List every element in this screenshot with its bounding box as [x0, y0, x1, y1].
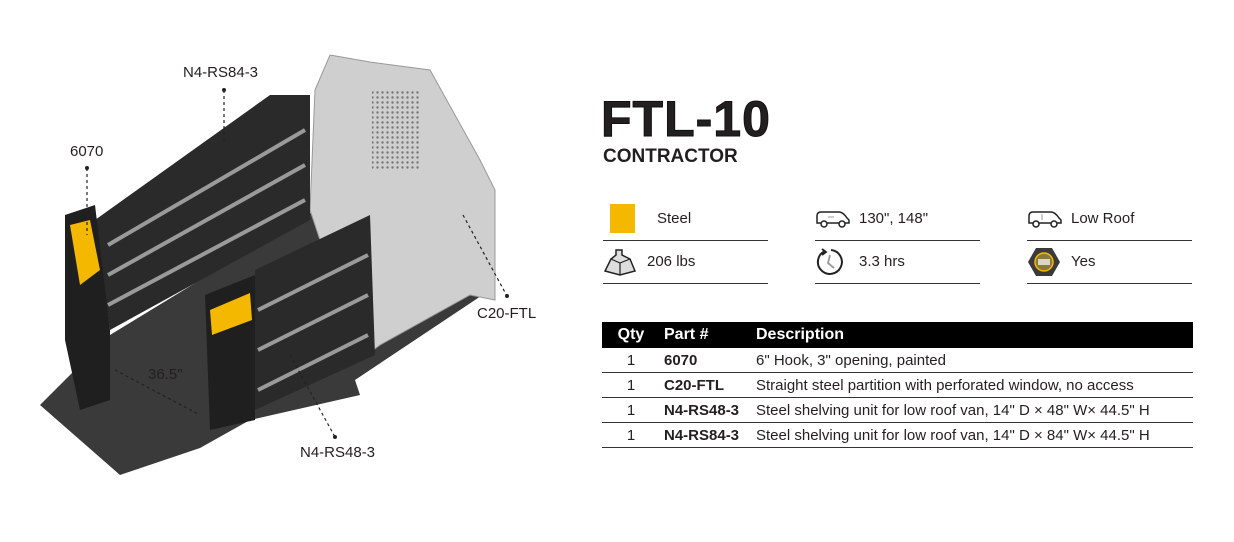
spec-value: Yes: [1071, 253, 1096, 270]
callout-depth: 36.5": [148, 366, 183, 383]
table-header-row: Qty Part # Description: [602, 322, 1193, 348]
callout-shelf-bottom: N4-RS48-3: [300, 444, 376, 461]
callout-hook: 6070: [70, 143, 104, 160]
spec-skid: Yes: [1027, 240, 1192, 284]
qty-cell: 1: [602, 348, 660, 373]
weight-icon: [603, 248, 637, 276]
part-cell: N4-RS48-3: [660, 397, 756, 423]
spec-value: 3.3 hrs: [859, 253, 905, 270]
header-part: Part #: [660, 322, 756, 348]
qty-cell: 1: [602, 422, 660, 448]
spec-material: Steel: [603, 197, 768, 241]
install-time-icon: [816, 247, 843, 275]
spec-value: Steel: [657, 210, 692, 227]
product-model: FTL-10: [601, 91, 771, 147]
material-swatch-icon: [610, 204, 635, 233]
spec-weight: 206 lbs: [603, 240, 768, 284]
spec-value: Low Roof: [1071, 210, 1135, 227]
spec-install-time: 3.3 hrs: [815, 240, 980, 284]
spec-value: 206 lbs: [647, 253, 696, 270]
van-roof-height-icon: [1028, 210, 1062, 228]
part-cell: 6070: [660, 348, 756, 373]
part-cell: C20-FTL: [660, 372, 756, 398]
spec-roof: Low Roof: [1027, 197, 1192, 241]
qty-cell: 1: [602, 397, 660, 423]
callout-partition: C20-FTL: [477, 305, 537, 322]
part-cell: N4-RS84-3: [660, 422, 756, 448]
header-description: Description: [756, 322, 1193, 348]
description-cell: 6" Hook, 3" opening, painted: [756, 348, 1193, 373]
description-cell: Straight steel partition with perforated…: [756, 372, 1193, 398]
description-cell: Steel shelving unit for low roof van, 14…: [756, 397, 1193, 423]
callout-shelf-top: N4-RS84-3: [183, 64, 259, 81]
product-category: CONTRACTOR: [603, 146, 738, 167]
description-cell: Steel shelving unit for low roof van, 14…: [756, 422, 1193, 448]
spec-value: 130", 148": [859, 210, 929, 227]
van-wheelbase-icon: [816, 210, 850, 228]
skid-badge-icon: [1028, 247, 1060, 276]
spec-wheelbase: 130", 148": [815, 197, 980, 241]
header-qty: Qty: [602, 322, 660, 348]
qty-cell: 1: [602, 372, 660, 398]
van-shelving-illustration: [40, 54, 509, 475]
